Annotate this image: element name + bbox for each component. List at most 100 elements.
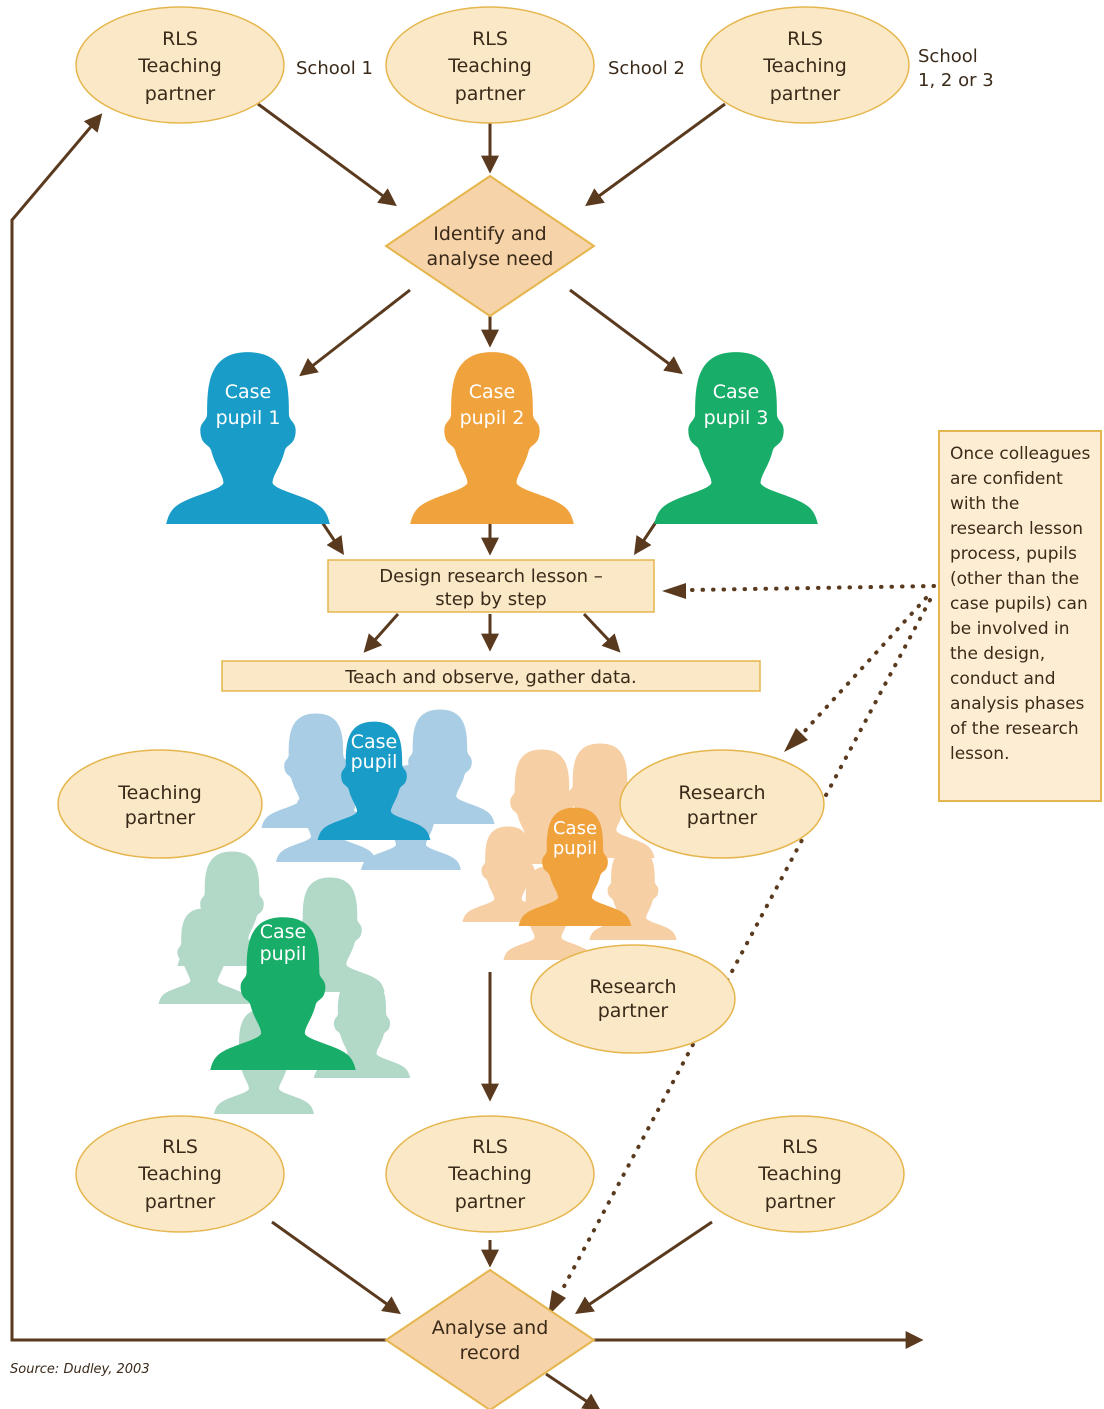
bottom-partner-3-ellipse: [695, 1115, 905, 1233]
arrow-identify-to-pupil1: [299, 288, 411, 377]
identify-diamond-shape: [384, 174, 596, 318]
note-box: Once colleagues are confident with the r…: [938, 430, 1102, 802]
identify-line1: Identify and: [433, 223, 547, 245]
top-partner-2-line1: RLS: [472, 28, 508, 50]
bottom-partner-2-line1: RLS: [472, 1136, 508, 1158]
teaching-partner-ellipse: [57, 749, 263, 859]
bottom-partner-3: RLS Teaching partner: [695, 1115, 905, 1233]
green-group-case-line1: Case: [260, 921, 307, 943]
blue-group-case-line2: pupil: [351, 751, 398, 773]
dotted-arrowhead-design: [662, 583, 686, 599]
research-partner-1: Research partner: [619, 749, 825, 859]
arrow-school3-to-identify: [585, 102, 726, 207]
teaching-partner-line2: partner: [125, 807, 196, 829]
source-citation: Source: Dudley, 2003: [10, 1362, 150, 1377]
arrow-rls3-to-analyse: [575, 1220, 713, 1315]
arrow-design-to-teach-right: [582, 612, 621, 653]
case-pupil-3-line1: Case: [713, 381, 760, 403]
case-pupil-3-head-icon: [654, 352, 818, 524]
analyse-line1: Analyse and: [432, 1317, 549, 1339]
bottom-partner-1-line2: Teaching: [137, 1163, 222, 1185]
top-partner-2-line2: Teaching: [447, 55, 532, 77]
identify-line2: analyse need: [427, 248, 554, 270]
research-partner-2: Research partner: [530, 944, 736, 1054]
blue-group-case-line1: Case: [351, 731, 398, 753]
bottom-partner-1: RLS Teaching partner: [75, 1115, 285, 1233]
top-partner-3: RLS Teaching partner School 1, 2 or 3: [700, 6, 994, 124]
case-pupil-2-head-icon: [410, 352, 574, 524]
teaching-partner-line1: Teaching: [117, 782, 202, 804]
feedback-loop-arrow: [10, 113, 392, 1342]
design-line1: Design research lesson –: [379, 566, 602, 587]
bottom-partner-1-line1: RLS: [162, 1136, 198, 1158]
top-partner-3-ellipse: [700, 6, 910, 124]
arrow-school1-to-identify: [257, 102, 397, 207]
dotted-line-to-research: [800, 596, 928, 736]
arrow-identify-to-pupil3: [569, 288, 683, 375]
research-partner-1-ellipse: [619, 749, 825, 859]
teach-box: Teach and observe, gather data.: [221, 660, 761, 692]
case-pupil-3: Case pupil 3: [654, 352, 818, 524]
bottom-partner-3-line1: RLS: [782, 1136, 818, 1158]
top-partner-2-ellipse: [385, 6, 595, 124]
teach-box-rect: [221, 660, 761, 692]
dotted-arrows: [548, 583, 936, 1316]
orange-pupil-group: Case pupil: [462, 743, 677, 960]
case-pupil-1-line2: pupil 1: [216, 407, 281, 429]
top-partner-3-line3: partner: [770, 83, 841, 105]
case-pupil-2-line2: pupil 2: [460, 407, 525, 429]
arrow-analyse-down: [545, 1372, 601, 1409]
arrow-pupil3-to-design: [634, 521, 658, 555]
research-partner-1-line1: Research: [678, 782, 765, 804]
analyse-diamond-shape: [384, 1268, 596, 1409]
dotted-line-to-design: [688, 584, 936, 592]
top-partner-1-line1: RLS: [162, 28, 198, 50]
bottom-partner-2-ellipse: [385, 1115, 595, 1233]
green-group-case-line2: pupil: [260, 943, 307, 965]
top-partner-1-line3: partner: [145, 83, 216, 105]
bottom-partner-2: RLS Teaching partner: [385, 1115, 595, 1233]
case-pupil-1-line1: Case: [225, 381, 272, 403]
design-line2: step by step: [435, 589, 546, 610]
flow-arrows: [10, 102, 924, 1409]
teach-text: Teach and observe, gather data.: [344, 667, 637, 688]
design-box: Design research lesson – step by step: [327, 559, 655, 613]
school-1-label: School 1: [296, 58, 373, 79]
dotted-arrowhead-research: [784, 728, 808, 752]
research-partner-1-line2: partner: [687, 807, 758, 829]
arrow-pupil1-to-design: [320, 521, 344, 555]
teaching-partner: Teaching partner: [57, 749, 263, 859]
case-pupil-2-line1: Case: [469, 381, 516, 403]
green-pupil-group: Case pupil: [158, 851, 411, 1114]
school-3-label-line1: School: [918, 46, 978, 67]
case-pupil-1-head-icon: [166, 352, 330, 524]
research-partner-2-line1: Research: [589, 976, 676, 998]
bottom-partner-1-ellipse: [75, 1115, 285, 1233]
orange-group-case-line1: Case: [553, 818, 597, 839]
analyse-diamond: Analyse and record: [384, 1268, 596, 1409]
school-3-label-line2: 1, 2 or 3: [918, 70, 994, 91]
top-partner-2-line3: partner: [455, 83, 526, 105]
top-partner-3-line2: Teaching: [762, 55, 847, 77]
top-partner-3-line1: RLS: [787, 28, 823, 50]
top-partner-1-ellipse: [75, 6, 285, 124]
bottom-partner-1-line3: partner: [145, 1191, 216, 1213]
case-pupil-3-line2: pupil 3: [704, 407, 769, 429]
research-partner-2-line2: partner: [598, 1000, 669, 1022]
bottom-partner-2-line2: Teaching: [447, 1163, 532, 1185]
analyse-line2: record: [460, 1342, 521, 1364]
dotted-arrowhead-analyse: [548, 1290, 566, 1316]
top-partner-1: RLS Teaching partner School 1: [75, 6, 373, 124]
bottom-partner-3-line3: partner: [765, 1191, 836, 1213]
bottom-partner-3-line2: Teaching: [757, 1163, 842, 1185]
case-pupil-2: Case pupil 2: [410, 352, 574, 524]
case-pupil-1: Case pupil 1: [166, 352, 330, 524]
orange-group-case-line2: pupil: [553, 838, 597, 859]
research-partner-2-ellipse: [530, 944, 736, 1054]
design-box-rect: [327, 559, 655, 613]
school-2-label: School 2: [608, 58, 685, 79]
blue-pupil-group: Case pupil: [261, 709, 495, 870]
top-partner-2: RLS Teaching partner School 2: [385, 6, 685, 124]
arrow-rls1-to-analyse: [271, 1220, 401, 1315]
